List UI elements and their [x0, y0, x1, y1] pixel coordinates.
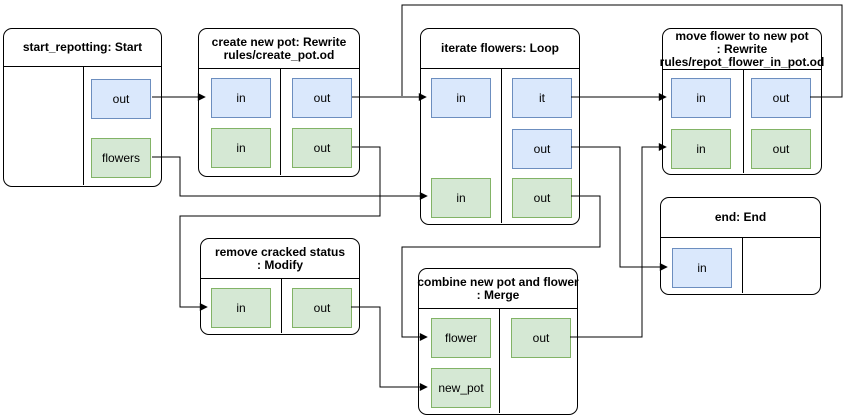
iterate-flowers-port-in-green: in	[431, 178, 491, 218]
node-title: remove cracked status : Modify	[201, 239, 359, 279]
iterate-flowers-port-it: it	[512, 78, 572, 118]
start-repotting-port-out: out	[91, 79, 151, 119]
node-start-repotting: start_repotting: Start out flowers	[3, 28, 162, 187]
node-title: iterate flowers: Loop	[421, 29, 579, 69]
create-new-pot-port-in-green: in	[211, 128, 271, 168]
node-end: end: End in	[660, 197, 821, 295]
remove-cracked-port-in: in	[211, 288, 271, 328]
move-flower-port-in-blue: in	[671, 78, 731, 118]
node-divider	[501, 68, 502, 223]
start-repotting-port-flowers: flowers	[91, 138, 151, 178]
node-title-text: : Modify	[257, 257, 303, 272]
node-divider	[280, 68, 281, 175]
node-title: combine new pot and flower : Merge	[417, 269, 579, 309]
node-title-text: move flower to new pot	[675, 28, 809, 43]
node-remove-cracked-status: remove cracked status : Modify in out	[200, 238, 360, 335]
combine-port-new-pot: new_pot	[431, 368, 491, 408]
node-divider	[742, 237, 743, 293]
iterate-flowers-port-out-green: out	[512, 178, 572, 218]
node-title-text: remove cracked status	[214, 244, 346, 259]
end-port-in: in	[672, 248, 732, 288]
edge-iterate-out-to-end-in	[571, 146, 668, 271]
node-divider	[499, 308, 500, 413]
combine-port-out: out	[511, 318, 571, 358]
node-title-text: end: End	[714, 210, 767, 224]
node-iterate-flowers: iterate flowers: Loop in it out in out	[420, 28, 580, 225]
node-title-text: combine new pot and flower	[417, 274, 579, 289]
move-flower-port-in-green: in	[671, 129, 731, 169]
node-divider	[281, 278, 282, 333]
iterate-flowers-port-out-blue: out	[512, 129, 572, 169]
node-title: end: End	[661, 198, 820, 238]
node-title-text: rules/repot_flower_in_pot.od	[659, 54, 825, 69]
node-title-text: iterate flowers: Loop	[440, 41, 559, 55]
node-title-text: create new pot: Rewrite	[211, 34, 347, 49]
create-new-pot-port-out-blue: out	[292, 78, 352, 118]
node-divider	[83, 66, 84, 185]
node-title-text: start_repotting: Start	[22, 40, 143, 54]
edge-combine-out-to-move-in-green	[570, 143, 667, 338]
edge-remove-out-to-combine-newpot	[351, 306, 428, 391]
node-move-flower-to-new-pot: move flower to new pot : Rewrite rules/r…	[660, 28, 824, 175]
node-title-text: : Merge	[476, 287, 520, 302]
node-title: create new pot: Rewrite rules/create_pot…	[199, 29, 359, 69]
node-title-text: rules/create_pot.od	[223, 47, 335, 62]
node-create-new-pot: create new pot: Rewrite rules/create_pot…	[198, 28, 360, 177]
node-divider	[743, 69, 744, 173]
remove-cracked-port-out: out	[292, 288, 352, 328]
move-flower-port-out-blue: out	[751, 78, 811, 118]
move-flower-port-out-green: out	[751, 129, 811, 169]
create-new-pot-port-in-blue: in	[211, 78, 271, 118]
create-new-pot-port-out-green: out	[292, 128, 352, 168]
node-title: move flower to new pot : Rewrite rules/r…	[660, 28, 824, 70]
node-title-text: : Rewrite	[716, 41, 768, 56]
iterate-flowers-port-in-blue: in	[431, 78, 491, 118]
node-combine-new-pot-and-flower: combine new pot and flower : Merge flowe…	[417, 268, 579, 415]
combine-port-flower: flower	[431, 318, 491, 358]
node-title: start_repotting: Start	[4, 29, 161, 67]
